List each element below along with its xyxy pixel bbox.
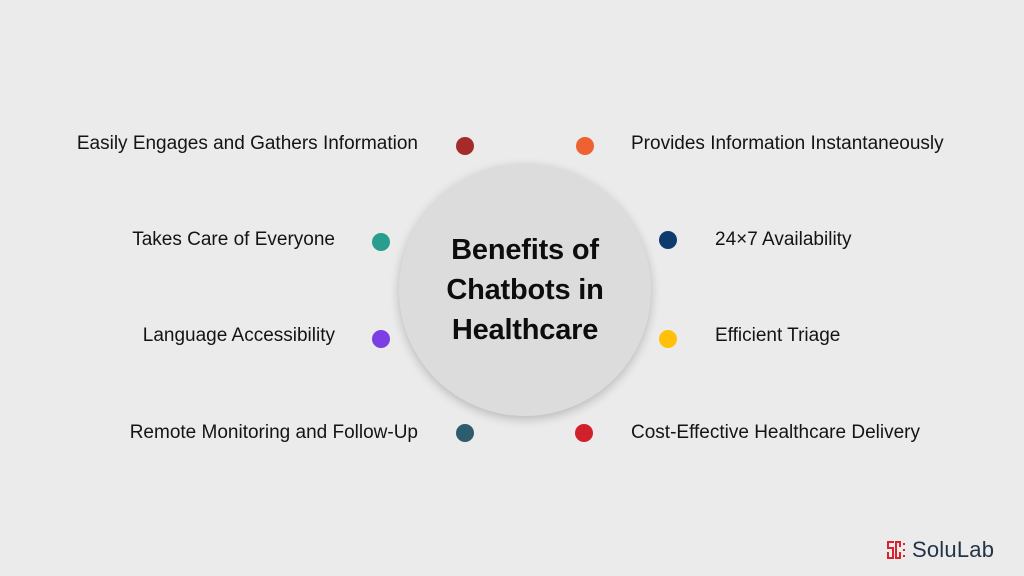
bullet-dot-icon bbox=[576, 137, 594, 155]
benefit-label-takes-care: Takes Care of Everyone bbox=[132, 229, 335, 250]
diagram-title: Benefits of Chatbots in Healthcare bbox=[425, 230, 625, 350]
bullet-dot-icon bbox=[659, 330, 677, 348]
bullet-dot-icon bbox=[372, 233, 390, 251]
benefit-label-availability: 24×7 Availability bbox=[715, 229, 852, 250]
bullet-dot-icon bbox=[575, 424, 593, 442]
title-line-3: Healthcare bbox=[451, 314, 599, 346]
benefit-label-remote-monitoring: Remote Monitoring and Follow-Up bbox=[129, 422, 418, 443]
bullet-dot-icon bbox=[456, 424, 474, 442]
center-circle: Benefits of Chatbots in Healthcare bbox=[399, 164, 651, 416]
benefit-label-cost-effective: Cost-Effective Healthcare Delivery bbox=[631, 422, 920, 443]
benefit-label-instant-info: Provides Information Instantaneously bbox=[631, 133, 944, 154]
benefit-label-language: Language Accessibility bbox=[142, 325, 335, 346]
benefit-label-triage: Efficient Triage bbox=[715, 325, 841, 346]
bullet-dot-icon bbox=[372, 330, 390, 348]
benefit-label-engages: Easily Engages and Gathers Information bbox=[76, 133, 418, 154]
brand-name: SoluLab bbox=[912, 537, 995, 562]
solulab-logo-icon bbox=[887, 541, 905, 559]
bullet-dot-icon bbox=[456, 137, 474, 155]
bullet-dot-icon bbox=[659, 231, 677, 249]
solulab-logo: SoluLab bbox=[887, 537, 994, 563]
title-line-2: Chatbots in bbox=[446, 274, 604, 306]
title-line-1: Benefits of bbox=[451, 234, 599, 266]
